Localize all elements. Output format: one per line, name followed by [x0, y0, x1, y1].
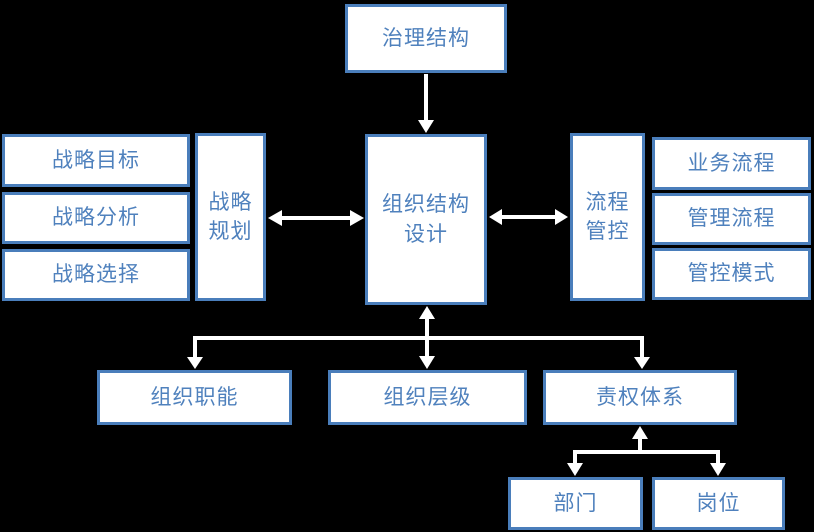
- arrow-design-process-double: [489, 209, 568, 225]
- node-process-control-label: 流程 管控: [585, 190, 630, 243]
- node-strategy-choice: 战略选择: [2, 249, 190, 301]
- node-strategy-planning-label: 战略 规划: [208, 190, 253, 243]
- node-management-process: 管理流程: [652, 193, 811, 245]
- node-position: 岗位: [652, 477, 785, 530]
- arrow-design-level-double: [419, 306, 435, 369]
- node-control-mode: 管控模式: [652, 248, 811, 300]
- node-org-level-label: 组织层级: [383, 385, 472, 409]
- node-governance: 治理结构: [345, 4, 507, 73]
- node-org-design-label: 组织结构 设计: [382, 193, 470, 246]
- node-management-process-label: 管理流程: [687, 207, 776, 231]
- node-responsibility-label: 责权体系: [596, 385, 684, 409]
- node-strategy-choice-label: 战略选择: [52, 263, 140, 287]
- node-business-process: 业务流程: [652, 137, 811, 190]
- node-org-level: 组织层级: [328, 370, 527, 425]
- arrow-planning-design-double: [268, 210, 364, 226]
- node-strategy-analysis-label: 战略分析: [52, 206, 140, 230]
- node-business-process-label: 业务流程: [687, 151, 776, 175]
- branch-responsibility-department-position: [567, 426, 726, 476]
- node-control-mode-label: 管控模式: [687, 262, 776, 286]
- node-strategy-planning: 战略 规划: [195, 133, 266, 301]
- node-org-design: 组织结构 设计: [365, 134, 487, 305]
- node-department: 部门: [508, 477, 643, 530]
- node-process-control: 流程 管控: [570, 133, 645, 301]
- node-department-label: 部门: [553, 491, 598, 515]
- arrow-governance-to-design: [418, 74, 434, 133]
- node-strategy-goal-label: 战略目标: [52, 148, 140, 172]
- node-org-function: 组织职能: [97, 370, 292, 425]
- node-position-label: 岗位: [696, 491, 741, 515]
- node-org-function-label: 组织职能: [150, 385, 239, 409]
- node-strategy-goal: 战略目标: [2, 134, 190, 187]
- node-responsibility: 责权体系: [543, 370, 737, 425]
- branch-design-function-responsibility: [187, 336, 650, 369]
- node-governance-label: 治理结构: [382, 26, 470, 50]
- node-strategy-analysis: 战略分析: [2, 192, 190, 244]
